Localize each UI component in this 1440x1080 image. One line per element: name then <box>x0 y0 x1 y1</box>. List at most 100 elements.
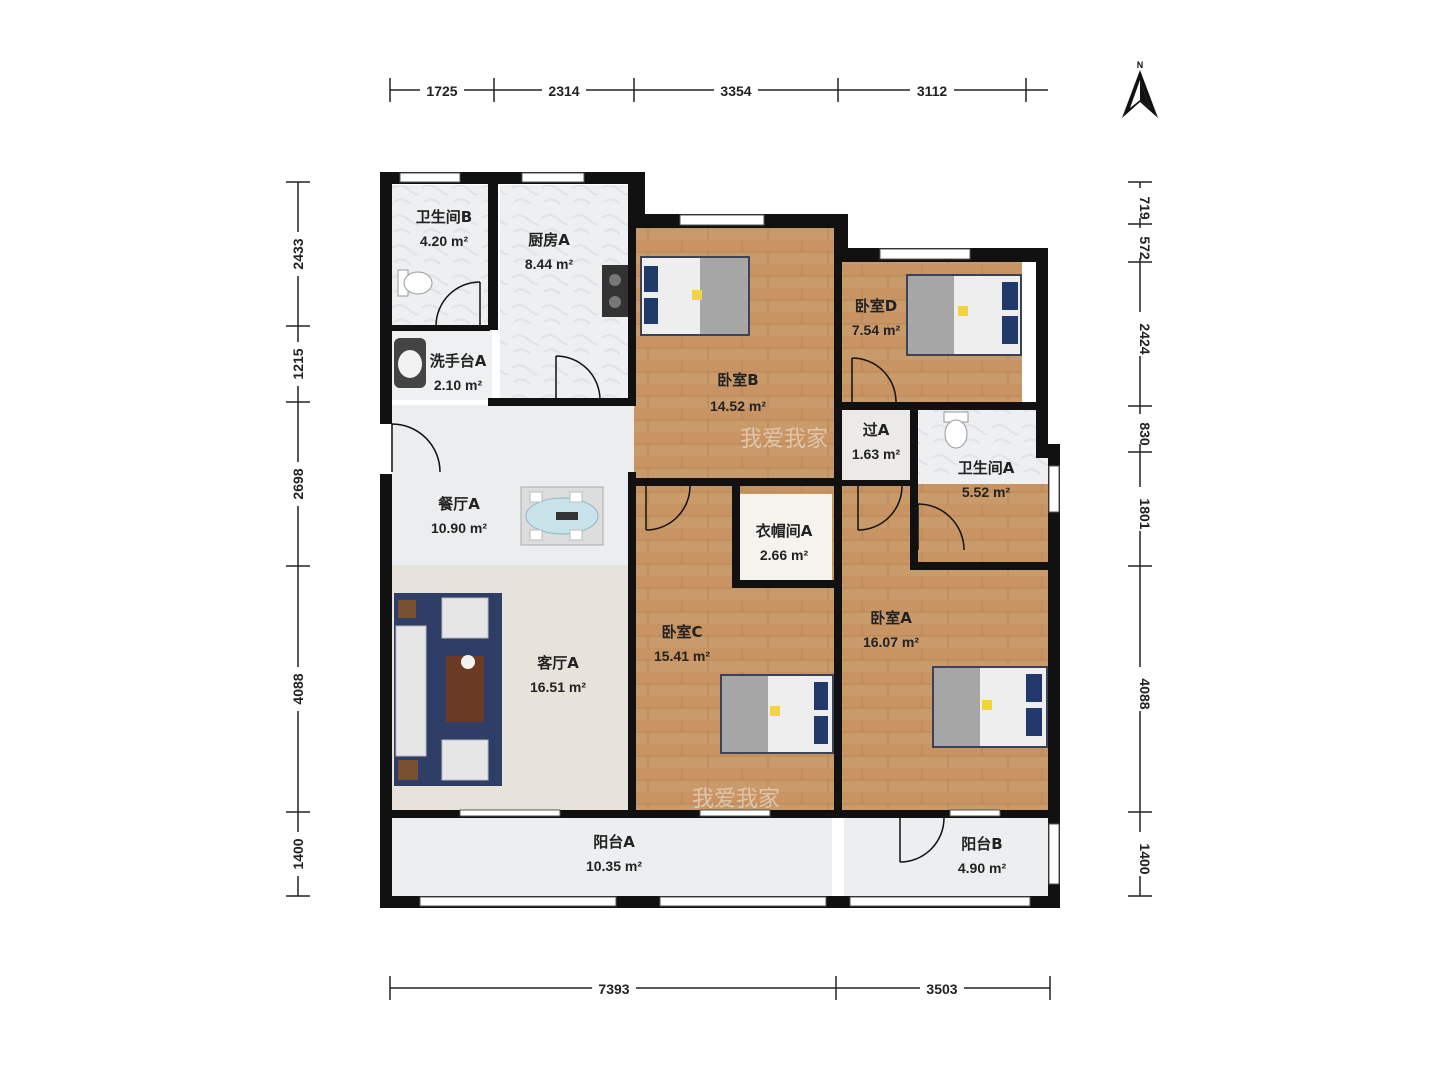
wall-center <box>834 228 842 818</box>
dim-left-1: 2433 <box>290 238 306 269</box>
window <box>699 809 771 817</box>
room-name-bed-b: 卧室B <box>717 371 758 389</box>
dim-left-3: 2698 <box>290 468 306 499</box>
window <box>459 809 561 817</box>
floor-bath-b <box>392 185 492 325</box>
room-area-bed-d: 7.54 m² <box>852 322 901 338</box>
kitchen-door <box>555 355 601 401</box>
room-area-dining: 10.90 m² <box>431 520 487 536</box>
dim-top-4: 3112 <box>917 83 948 99</box>
dim-left-4: 4088 <box>290 673 306 704</box>
dim-left-2: 1215 <box>290 348 306 379</box>
room-name-wash: 洗手台A <box>430 352 487 370</box>
room-name-balcony-a: 阳台A <box>593 833 635 851</box>
furniture <box>394 256 1048 786</box>
dim-top-2: 2314 <box>548 83 579 99</box>
room-name-kitchen: 厨房A <box>528 231 570 249</box>
window <box>521 172 585 183</box>
floor-hall <box>840 408 912 484</box>
bed-icon <box>640 256 750 336</box>
wall-right-upper <box>1036 248 1048 448</box>
bath-b-door <box>435 281 481 327</box>
sink-icon <box>394 338 426 388</box>
room-name-bath-a: 卫生间A <box>958 459 1015 477</box>
wall-hall-bottom <box>842 480 914 486</box>
window <box>1048 823 1060 885</box>
room-name-bed-d: 卧室D <box>855 297 897 315</box>
wall-bath-kitchen <box>488 184 498 330</box>
room-name-closet: 衣帽间A <box>756 522 813 540</box>
dim-left-5: 1400 <box>290 838 306 869</box>
window <box>879 248 971 260</box>
dim-right-1: 719 <box>1137 196 1153 220</box>
room-area-bath-a: 5.52 m² <box>962 484 1011 500</box>
watermark: 我爱我家 <box>692 787 780 812</box>
floor-balcony-b <box>844 818 1048 896</box>
window <box>849 896 1031 907</box>
dim-right-2: 572 <box>1137 236 1153 260</box>
bed-d-door <box>851 357 897 403</box>
bed-icon <box>932 666 1048 748</box>
room-area-closet: 2.66 m² <box>760 547 809 563</box>
room-name-bath-b: 卫生间B <box>416 208 472 226</box>
dim-right-6: 4088 <box>1137 678 1153 709</box>
room-name-balcony-b: 阳台B <box>961 835 1002 853</box>
wall-right <box>1048 444 1060 908</box>
wall-bed-b-c-left <box>628 472 636 818</box>
dim-right-4: 830 <box>1137 422 1153 446</box>
wall-bath-a-left <box>910 408 918 568</box>
room-area-bath-b: 4.20 m² <box>420 233 469 249</box>
bed-a-door <box>857 485 903 531</box>
room-area-balcony-a: 10.35 m² <box>586 858 642 874</box>
room-area-wash: 2.10 m² <box>434 377 483 393</box>
bed-icon <box>906 274 1022 356</box>
wall-closet-left <box>732 486 740 584</box>
wall-left-upper <box>380 172 392 424</box>
wall-bath-a-bottom <box>910 562 1048 570</box>
dimension-right: 719 572 2424 830 1801 4088 1400 <box>1128 181 1153 897</box>
window <box>1048 465 1060 513</box>
balcony-b-door <box>899 817 945 863</box>
dim-right-7: 1400 <box>1137 843 1153 874</box>
window <box>399 172 461 183</box>
stove-icon <box>602 265 628 317</box>
sofa-set-icon <box>394 593 502 786</box>
compass-label: N <box>1137 60 1144 70</box>
room-name-hall: 过A <box>863 421 890 439</box>
toilet-icon <box>397 269 433 297</box>
dim-right-3: 2424 <box>1137 323 1153 354</box>
toilet-icon <box>943 411 969 449</box>
dimension-bottom: 7393 3503 <box>389 976 1051 1000</box>
dim-right-5: 1801 <box>1137 498 1153 529</box>
room-labels: 卫生间B 4.20 m² 厨房A 8.44 m² 洗手台A 2.10 m² 卧室… <box>416 208 1015 876</box>
room-name-bed-c: 卧室C <box>661 623 702 641</box>
wall-bed-b-bottom <box>634 478 834 486</box>
room-area-hall: 1.63 m² <box>852 446 901 462</box>
room-area-balcony-b: 4.90 m² <box>958 860 1007 876</box>
floor-closet <box>738 494 832 580</box>
wall-kitchen-right <box>628 184 636 406</box>
room-area-living: 16.51 m² <box>530 679 586 695</box>
room-name-living: 客厅A <box>536 654 579 672</box>
dining-table-icon <box>520 486 604 546</box>
floor-bed-a <box>840 484 1048 810</box>
floor-balcony-a <box>392 818 832 896</box>
room-area-kitchen: 8.44 m² <box>525 256 574 272</box>
compass-icon: N <box>1122 60 1158 118</box>
dim-bottom-1: 7393 <box>598 981 629 997</box>
doors <box>391 281 965 863</box>
bed-c-door <box>645 485 691 531</box>
entry-door <box>391 423 441 473</box>
room-area-bed-b: 14.52 m² <box>710 398 766 414</box>
dim-bottom-2: 3503 <box>926 981 957 997</box>
bath-a-door <box>917 503 965 551</box>
wall-closet-bottom <box>732 580 836 588</box>
wall-left-lower <box>380 474 392 908</box>
room-name-dining: 餐厅A <box>438 495 480 513</box>
wall-bath-wash <box>392 325 490 331</box>
room-area-bed-c: 15.41 m² <box>654 648 710 664</box>
room-name-bed-a: 卧室A <box>870 609 912 627</box>
bed-icon <box>720 674 834 754</box>
dimension-top: 1725 2314 3354 3112 <box>389 78 1048 102</box>
